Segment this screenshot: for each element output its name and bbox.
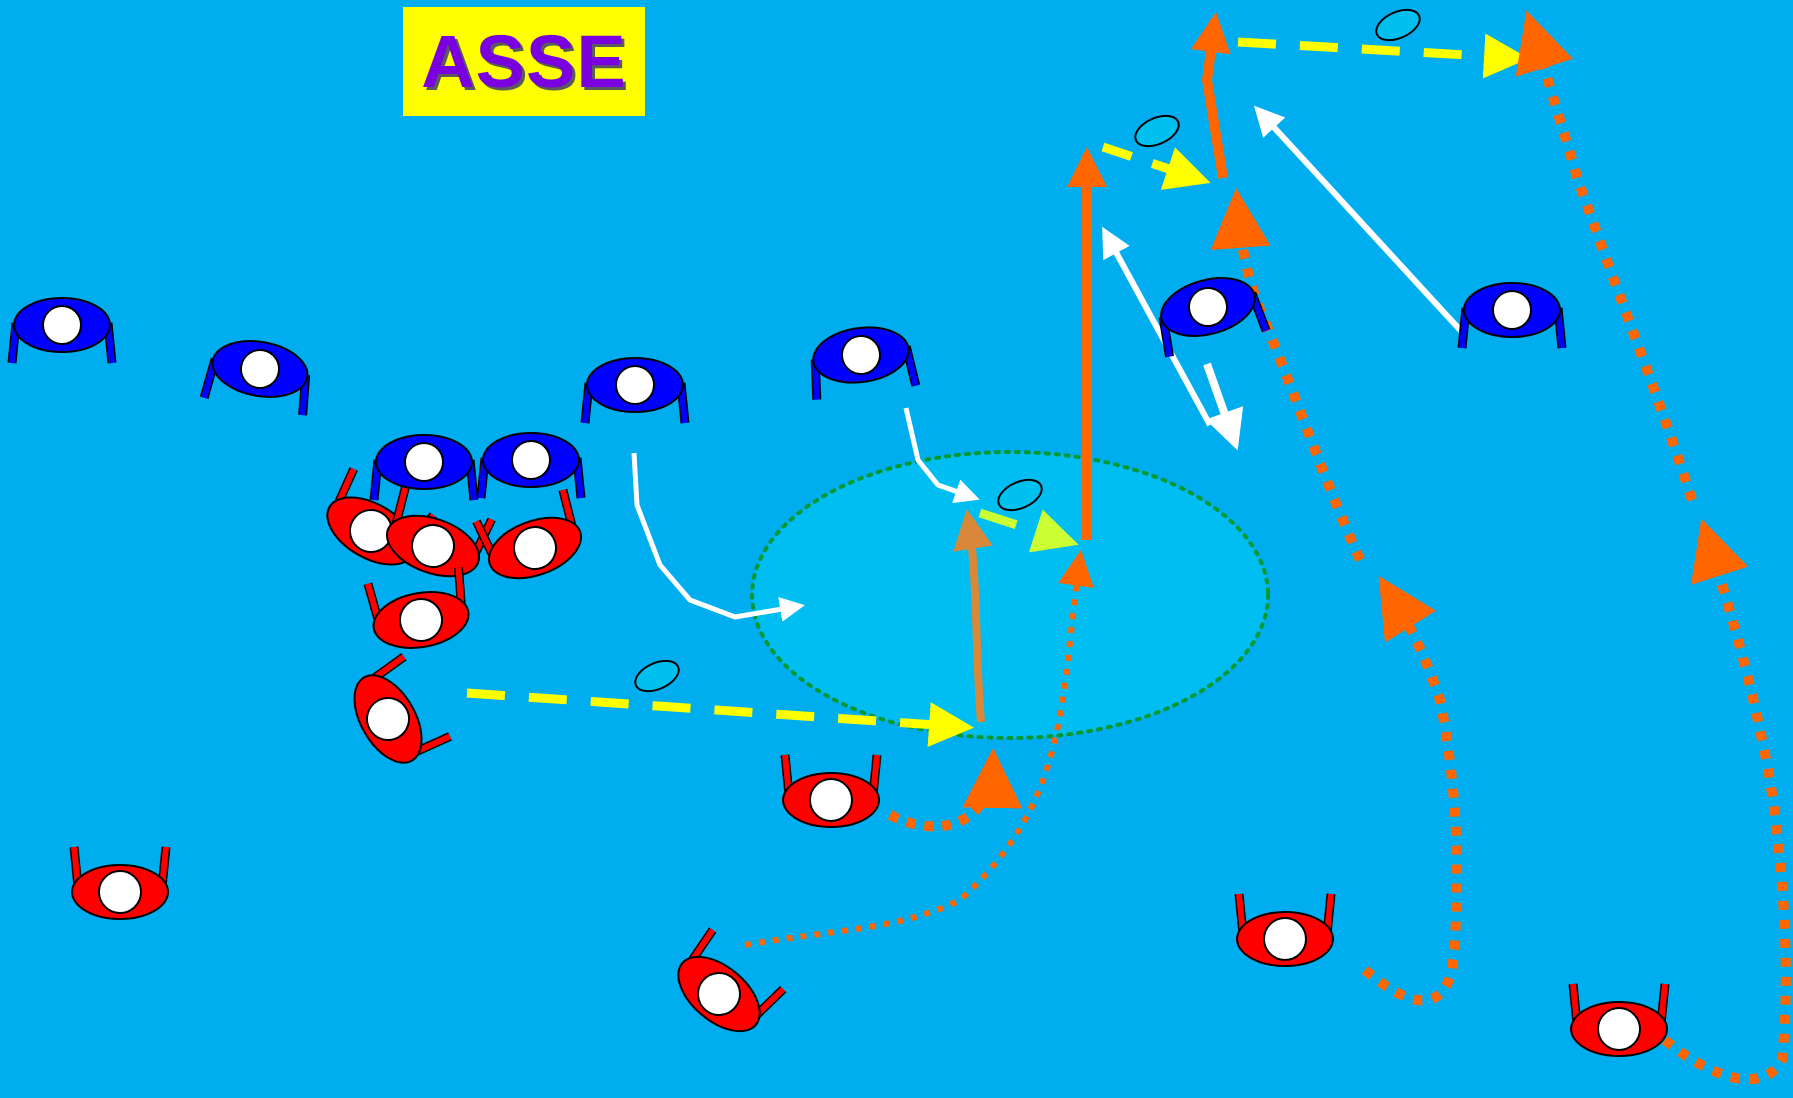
blue-player-icon [1153, 268, 1266, 357]
blue-player-icon [585, 358, 685, 423]
blue-player-icon [374, 435, 474, 500]
run-white-5 [1253, 105, 1465, 335]
pass-arrow-top-mid [1101, 142, 1211, 190]
red-player-icon [783, 755, 879, 827]
run-white-1 [631, 452, 805, 622]
red-player-icon [1237, 894, 1333, 966]
run-arrow-top-curve [1190, 12, 1231, 179]
run-dotted-1 [887, 748, 1023, 832]
red-player-icon [665, 929, 785, 1046]
run-dotted-5 [1661, 518, 1791, 1085]
pass-arrow-center [978, 508, 1079, 553]
ball-icon [1370, 2, 1426, 48]
title-badge: ASSE [403, 7, 645, 116]
blue-player-icon [481, 433, 581, 498]
pass-arrow-bottom [466, 688, 974, 747]
red-player-icon [1571, 984, 1667, 1056]
red-player-icon [366, 567, 473, 655]
run-white-4 [1203, 362, 1244, 451]
dribble-arrow-center [953, 509, 993, 723]
target-zone [750, 450, 1270, 740]
blue-player-icon [1462, 283, 1562, 348]
run-dotted-6 [1515, 10, 1697, 502]
run-dotted-4 [1210, 188, 1365, 563]
run-dotted-2 [744, 549, 1094, 948]
run-white-3 [1102, 226, 1213, 427]
blue-player-icon [204, 334, 314, 415]
red-player-icon [379, 487, 494, 587]
diagram-title: ASSE [421, 20, 627, 103]
red-player-icon [475, 489, 590, 589]
pass-arrow-top-right [1237, 33, 1529, 79]
run-white-2 [903, 407, 980, 504]
red-player-icon [341, 655, 451, 774]
ball-icon [1129, 108, 1185, 154]
ball-icon [629, 653, 685, 699]
blue-player-icon [808, 321, 916, 399]
red-player-icon [72, 847, 168, 919]
run-dotted-3 [1361, 575, 1462, 1006]
blue-player-icon [12, 298, 112, 363]
